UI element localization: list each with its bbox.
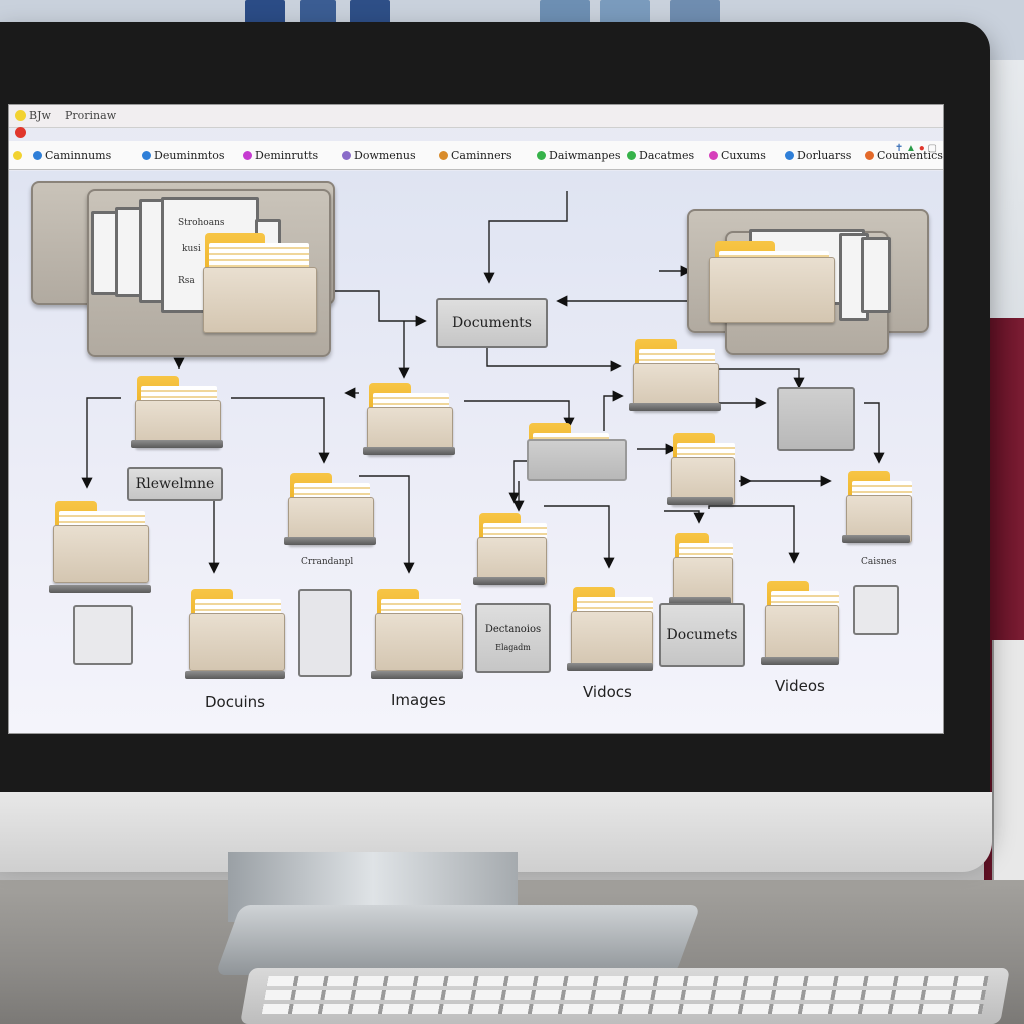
minimize-icon[interactable] [15,110,26,121]
tab-dot-icon [865,151,874,160]
folder-icon[interactable] [199,233,319,333]
tab-dot-icon [33,151,42,160]
tab-dot-icon [785,151,794,160]
bell-icon[interactable]: ▲ [906,143,916,154]
tab-deuminmtos[interactable]: Deuminmtos [142,149,225,162]
folder-label-carrdanpi: Crrandanpl [301,557,354,567]
rewelmne-node[interactable]: Rlewelmne [127,467,223,501]
tab-label: Deuminmtos [154,149,225,162]
folder-icon[interactable] [185,589,285,679]
tab-cuxums[interactable]: Cuxums [709,149,766,162]
folder-icon[interactable] [629,339,721,411]
tab-deminrutts[interactable]: Deminrutts [243,149,318,162]
window-title-left: BJw [29,109,51,122]
empty-node[interactable] [777,387,855,451]
caption-images: Images [391,691,446,709]
tab-daiwmanpes[interactable]: Daiwmanpes [537,149,621,162]
node-subtitle: Elagadm [495,643,531,652]
tab-label: Deminrutts [255,149,319,162]
key-row [266,976,989,986]
caption-videos: Videos [775,677,825,695]
folder-icon[interactable] [363,383,455,455]
menu-icon[interactable]: ▢ [927,143,937,154]
node-title: Dectanoios [484,624,542,635]
documents-node[interactable]: Documents [436,298,548,348]
dectanolos-node[interactable]: Dectanoios Elagadm [475,603,551,673]
binder-spine [992,640,1024,890]
tab-label: Cuxums [721,149,766,162]
close-icon[interactable] [15,127,26,138]
tab-dot-icon [439,151,448,160]
tab-dorluarss[interactable]: Dorluarss [785,149,851,162]
tab-dot-icon [342,151,351,160]
tab-label: Dowmenus [354,149,416,162]
folder-icon[interactable] [669,533,733,605]
file-node[interactable] [853,585,899,635]
folder-icon[interactable] [761,581,839,665]
window-controls: ✝ ▲ ● ▢ [895,143,937,154]
caption-docuins: Docuins [205,693,265,711]
folder-icon[interactable] [371,589,463,679]
document-sheet [861,237,891,313]
key-row [261,1004,984,1014]
key-row [264,990,987,1000]
folder-icon[interactable] [473,513,549,585]
folder-icon[interactable] [667,433,737,505]
tab-dot-icon [142,151,151,160]
folder-icon[interactable] [842,471,914,543]
tab-caminnums[interactable]: Caminnums [33,149,111,162]
sheet-heading: Strohoans [178,218,225,228]
tab-label: Dacatmes [639,149,695,162]
folder-icon[interactable] [49,501,151,593]
tab-dowmenus[interactable]: Dowmenus [342,149,416,162]
sheet-line: kusi [182,244,201,254]
tab-dot-icon [709,151,718,160]
keyboard [240,968,1010,1024]
screen: BJw Prorinaw Caminnums Deuminmtos Deminr… [8,104,944,734]
tab-dot-icon [243,151,252,160]
monitor-base [215,905,701,975]
tab-dacatmes[interactable]: Dacatmes [627,149,694,162]
folder-icon[interactable] [131,376,223,448]
file-node[interactable] [298,589,352,677]
folder-icon[interactable] [567,587,653,671]
tab-label: Coumentics [877,149,943,162]
folder-icon[interactable] [284,473,376,545]
tab-label: Caminnums [45,149,112,162]
documents-node-2[interactable]: Documets [659,603,745,667]
tab-coumentics[interactable]: Coumentics [865,149,943,162]
monitor: BJw Prorinaw Caminnums Deuminmtos Deminr… [0,22,992,872]
window-titlebar: BJw Prorinaw [9,105,943,128]
folder-label-caisnes: Caisnes [861,557,897,567]
tab-caminners[interactable]: Caminners [439,149,512,162]
folder-icon[interactable] [709,241,839,327]
tab-dot-icon [627,151,636,160]
tab-label: Daiwmanpes [549,149,621,162]
alert-icon[interactable]: ● [918,143,925,154]
tab-bar: Caminnums Deuminmtos Deminrutts Dowmenus… [9,141,943,170]
tab-dot-icon [13,151,22,160]
window-title: Prorinaw [65,109,117,122]
tab-1[interactable] [13,149,25,162]
sheet-line: Rsa [178,276,195,286]
diagram-canvas: Strohoans kusi Rsa [9,171,943,733]
tab-label: Dorluarss [797,149,852,162]
file-node[interactable] [73,605,133,665]
selected-node[interactable] [527,439,627,481]
tab-label: Caminners [451,149,512,162]
tab-dot-icon [537,151,546,160]
pin-icon[interactable]: ✝ [894,143,904,154]
caption-vidocs: Vidocs [583,683,632,701]
